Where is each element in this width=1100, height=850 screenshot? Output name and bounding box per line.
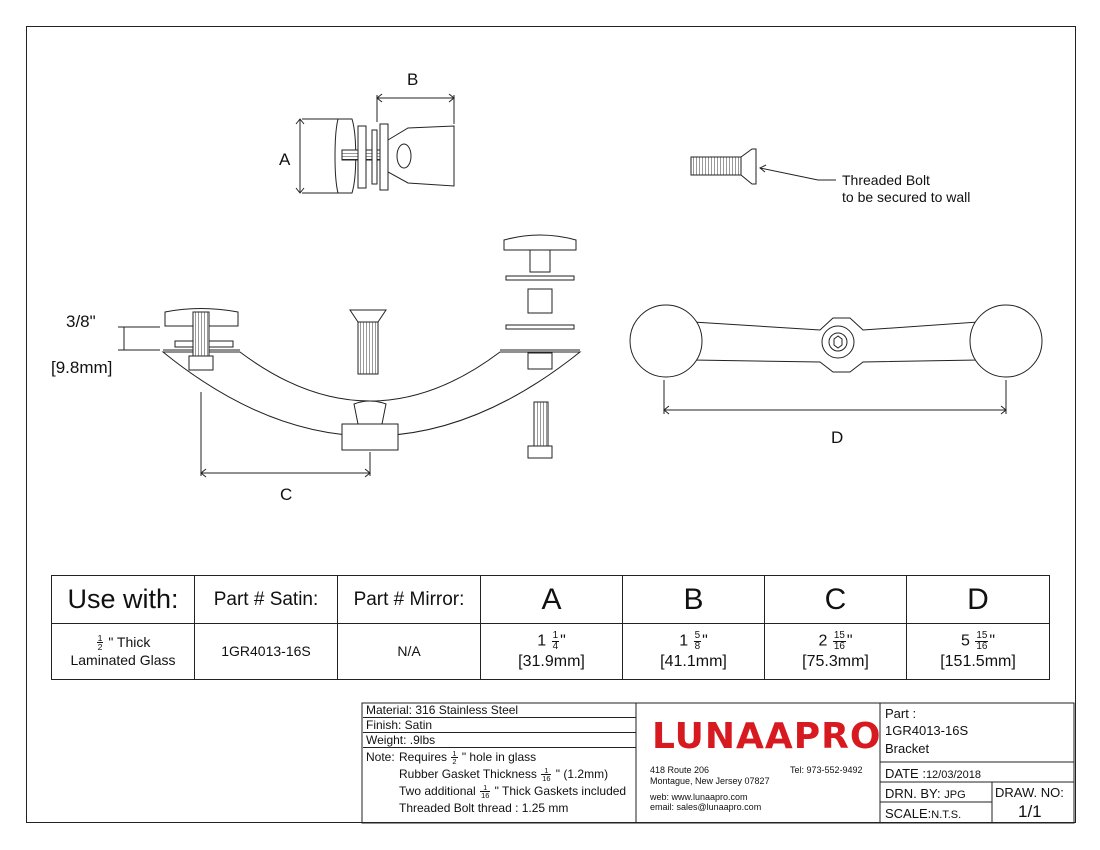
header-a: A [480, 575, 623, 624]
spec-table: Use with: Part # Satin: Part # Mirror: A… [51, 575, 1050, 680]
top-view [629, 304, 1043, 415]
finish-row: Finish: Satin [363, 718, 636, 733]
front-view [118, 234, 582, 478]
header-d: D [906, 575, 1050, 624]
header-part-satin: Part # Satin: [194, 575, 338, 624]
header-b: B [622, 575, 765, 624]
note-label: Note: [366, 750, 395, 764]
material-row: Material: 316 Stainless Steel [363, 703, 636, 718]
address-line1: 418 Route 206 [650, 765, 710, 775]
company-email: email: sales@lunaapro.com [650, 802, 762, 812]
company-logo: LUNAAPRO [652, 716, 882, 757]
company-web: web: www.lunaapro.com [650, 792, 748, 802]
drawing-number-value: 1/1 [1018, 802, 1042, 821]
drawn-by-field: DRN. BY: JPG [885, 786, 966, 801]
thickness-mm-label: [9.8mm] [51, 358, 113, 377]
part-number: 1GR4013-16S [885, 723, 969, 738]
title-block-lines [361, 702, 1075, 824]
address-line2: Montague, New Jersey 07827 [650, 776, 770, 786]
part-satin-value: 1GR4013-16S [194, 623, 338, 680]
company-phone: Tel: 973-552-9492 [790, 765, 863, 775]
header-use-with: Use with: [51, 575, 195, 624]
dimension-a-label: A [279, 150, 291, 169]
header-part-mirror: Part # Mirror: [337, 575, 481, 624]
dimension-c-label: C [280, 485, 293, 504]
spec-header-row: Use with: Part # Satin: Part # Mirror: A… [51, 575, 1050, 624]
use-with-line2: Laminated Glass [70, 651, 176, 668]
side-view [295, 93, 455, 194]
part-name: Bracket [885, 741, 930, 756]
part-mirror-value: N/A [337, 623, 481, 680]
header-c: C [764, 575, 907, 624]
bolt-callout-line1: Threaded Bolt [842, 172, 930, 188]
note-line-4: Threaded Bolt thread : 1.25 mm [399, 801, 569, 815]
thickness-inch-label: 3/8" [66, 312, 96, 331]
part-label: Part : [885, 706, 917, 721]
scale-field: SCALE:N.T.S. [885, 806, 962, 821]
dimension-d-label: D [831, 428, 844, 447]
dimension-b-label: B [407, 70, 419, 89]
threaded-bolt-view [690, 148, 836, 185]
weight-row: Weight: .9lbs [363, 733, 636, 748]
drawing-number-label: DRAW. NO: [995, 785, 1064, 800]
bolt-callout-line2: to be secured to wall [842, 189, 971, 205]
date-field: DATE :12/03/2018 [885, 766, 981, 781]
